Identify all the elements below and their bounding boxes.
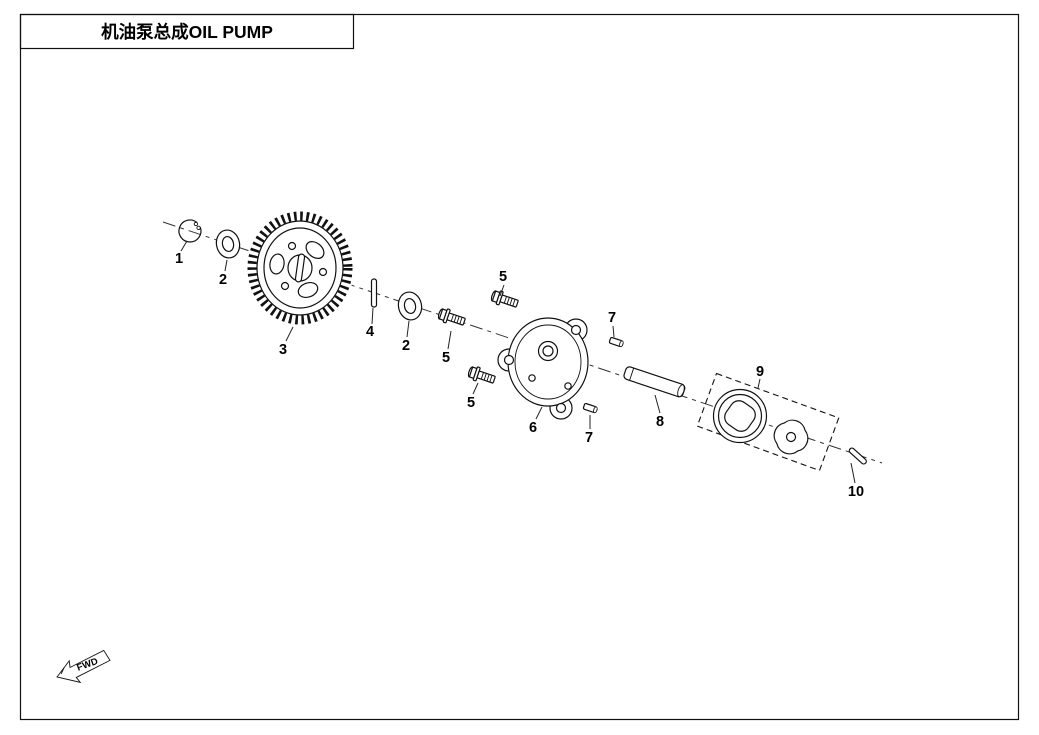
leader-3 (285, 326, 294, 342)
callout-7b: 7 (585, 430, 593, 446)
callout-10: 10 (848, 484, 864, 500)
title-box (19, 13, 355, 50)
callout-5b: 5 (499, 269, 507, 285)
fwd-arrow: FWD (56, 649, 111, 684)
callout-1: 1 (175, 251, 183, 267)
callout-5c: 5 (467, 395, 475, 411)
leader-1 (180, 240, 188, 252)
part-pin-10 (848, 447, 867, 465)
part-bolt-b (490, 290, 519, 308)
callout-3: 3 (279, 342, 287, 358)
callout-numbers: 1 2 3 4 2 5 5 5 6 7 7 8 9 10 (175, 251, 864, 500)
part-oil-pump-gear (246, 210, 354, 326)
callout-4: 4 (366, 324, 374, 340)
leader-2b (406, 320, 410, 338)
leader-7a (612, 325, 615, 338)
leader-4 (371, 307, 374, 325)
part-pump-shaft (623, 366, 686, 398)
leader-9 (757, 378, 761, 389)
callout-6: 6 (529, 420, 537, 436)
leader-10 (850, 462, 856, 484)
callout-7a: 7 (608, 310, 616, 326)
leader-2a (224, 259, 228, 272)
leader-5b (499, 284, 505, 297)
callout-9: 9 (756, 364, 764, 380)
part-outer-rotor (712, 388, 768, 444)
page-border (19, 13, 1020, 721)
part-bolt-c (467, 366, 496, 384)
part-oil-pump-cover (497, 317, 589, 420)
part-washer-1 (215, 229, 241, 259)
part-inner-rotor (773, 419, 809, 455)
part-dowel-b (582, 402, 598, 414)
callout-5a: 5 (442, 350, 450, 366)
leader-5c (472, 382, 479, 395)
callout-2b: 2 (402, 338, 410, 354)
fwd-arrow-shape (56, 649, 111, 684)
part-bolt-a (437, 308, 466, 326)
leader-6 (535, 406, 543, 420)
part-dowel-a (608, 336, 624, 348)
rotor-set-group-box (696, 372, 840, 472)
part-washer-2 (397, 291, 423, 321)
leader-8 (654, 394, 661, 414)
leader-5a (447, 330, 452, 350)
callout-8: 8 (656, 414, 664, 430)
leader-lines (180, 240, 856, 484)
callout-2a: 2 (219, 272, 227, 288)
part-circlip (178, 219, 202, 243)
part-pin-4 (370, 278, 378, 308)
page-title: 机油泵总成OIL PUMP (101, 22, 273, 42)
